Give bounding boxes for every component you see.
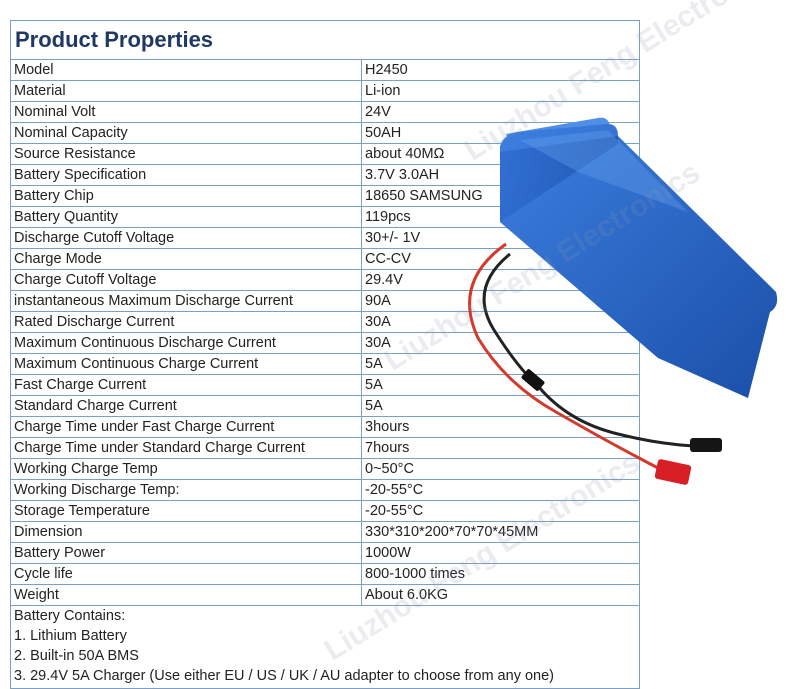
property-label: Fast Charge Current: [11, 375, 362, 395]
property-label: Nominal Capacity: [11, 123, 362, 143]
property-label: Model: [11, 60, 362, 80]
property-label: Cycle life: [11, 564, 362, 584]
property-label: Charge Mode: [11, 249, 362, 269]
black-connector: [521, 369, 545, 391]
property-value: 29.4V: [365, 272, 403, 288]
property-label: instantaneous Maximum Discharge Current: [11, 291, 362, 311]
property-value: Li-ion: [365, 83, 401, 99]
property-label: Battery Chip: [11, 186, 362, 206]
property-label: Working Discharge Temp:: [11, 480, 362, 500]
property-value: About 6.0KG: [365, 587, 449, 603]
property-value: 1000W: [365, 545, 411, 561]
property-value: 7hours: [365, 440, 410, 456]
table-row: Charge Time under Standard Charge Curren…: [11, 438, 639, 459]
property-label: Material: [11, 81, 362, 101]
property-label: Battery Quantity: [11, 207, 362, 227]
property-value: about 40MΩ: [365, 146, 445, 162]
property-label: Source Resistance: [11, 144, 362, 164]
property-value: 330*310*200*70*70*45MM: [365, 524, 539, 540]
property-label: Discharge Cutoff Voltage: [11, 228, 362, 248]
red-plug: [654, 459, 692, 485]
battery-body: [500, 124, 778, 398]
property-label: Storage Temperature: [11, 501, 362, 521]
contains-item: 2. Built-in 50A BMS: [14, 648, 139, 664]
property-label: Maximum Continuous Discharge Current: [11, 333, 362, 353]
property-value: -20-55°C: [365, 503, 424, 519]
battery-end-face: [500, 136, 618, 222]
property-value: 30A: [365, 335, 391, 351]
table-row: Working Discharge Temp:-20-55°C: [11, 480, 639, 501]
property-value: 50AH: [365, 125, 402, 141]
property-value: 800-1000 times: [365, 566, 465, 582]
property-label: Standard Charge Current: [11, 396, 362, 416]
property-value: H2450: [365, 62, 408, 78]
property-label: Working Charge Temp: [11, 459, 362, 479]
property-value: 5A: [365, 377, 383, 393]
property-value: CC-CV: [365, 251, 411, 267]
contains-heading: Battery Contains:: [14, 608, 126, 624]
property-label: Charge Cutoff Voltage: [11, 270, 362, 290]
battery-highlight: [520, 130, 688, 212]
property-label: Charge Time under Fast Charge Current: [11, 417, 362, 437]
page-title: Product Properties: [15, 27, 214, 52]
property-label: Rated Discharge Current: [11, 312, 362, 332]
property-value: 5A: [365, 398, 383, 414]
property-value: 0~50°C: [365, 461, 414, 477]
property-value: 24V: [365, 104, 391, 120]
title-row: Product Properties: [11, 20, 639, 60]
contains-item: 3. 29.4V 5A Charger (Use either EU / US …: [14, 668, 554, 684]
property-value: -20-55°C: [365, 482, 424, 498]
red-wire: [468, 242, 659, 470]
property-value: 119pcs: [365, 209, 411, 225]
property-label: Maximum Continuous Charge Current: [11, 354, 362, 374]
battery-image: [468, 117, 778, 485]
property-label: Nominal Volt: [11, 102, 362, 122]
property-label: Charge Time under Standard Charge Curren…: [11, 438, 362, 458]
table-row: Storage Temperature-20-55°C: [11, 501, 639, 522]
property-value: 30+/- 1V: [365, 230, 421, 246]
property-value: 3hours: [365, 419, 410, 435]
property-label: Battery Specification: [11, 165, 362, 185]
black-plug: [690, 438, 722, 452]
property-value: 30A: [365, 314, 391, 330]
property-label: Weight: [11, 585, 362, 605]
contains-section: Battery Contains: 1. Lithium Battery 2. …: [11, 606, 639, 689]
property-label: Dimension: [11, 522, 362, 542]
property-value: 18650 SAMSUNG: [365, 188, 483, 204]
contains-item: 1. Lithium Battery: [14, 628, 127, 644]
property-value: 90A: [365, 293, 391, 309]
property-value: 5A: [365, 356, 383, 372]
property-value: 3.7V 3.0AH: [365, 167, 440, 183]
property-label: Battery Power: [11, 543, 362, 563]
